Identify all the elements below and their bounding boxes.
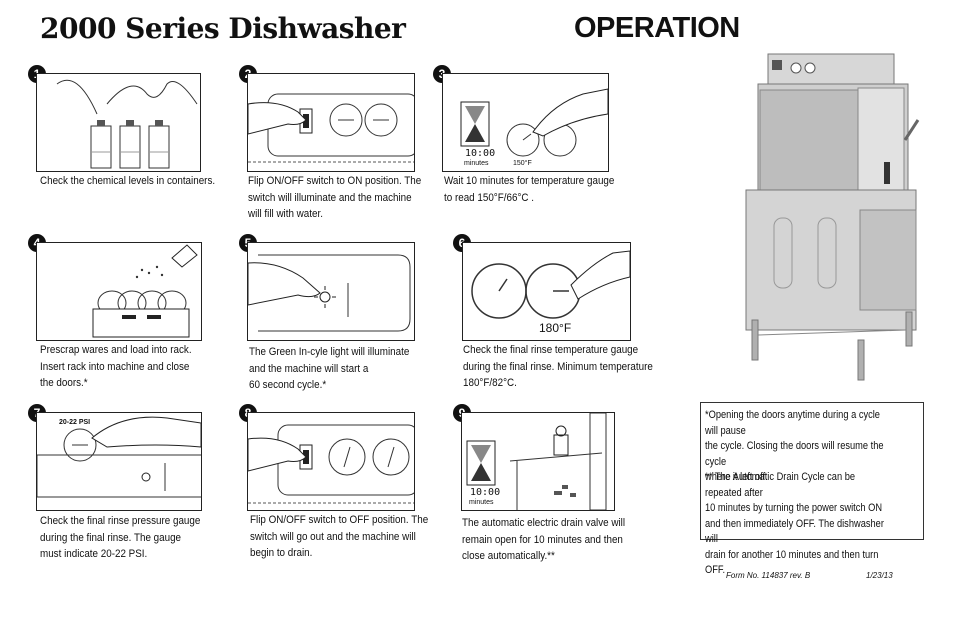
step-2-illustration: [247, 73, 415, 172]
timer-and-gauge-icon: [460, 88, 608, 157]
cycle-light-icon: [248, 254, 411, 332]
form-date: 1/23/13: [866, 571, 893, 580]
step-9-caption: The automatic electric drain valve will …: [462, 517, 626, 562]
step-7-gauge-label: 20-22 PSI: [59, 419, 91, 426]
form-number: Form No. 114837 rev. B: [726, 571, 811, 580]
pressure-gauge-icon: [37, 416, 201, 498]
step-3-timer-label: 10:00: [465, 148, 496, 159]
drain-valve-icon: [466, 413, 607, 510]
step-9-timer-label: 10:00: [470, 487, 501, 498]
step-9-timer-unit: minutes: [469, 499, 494, 506]
step-7-illustration: 20-22 PSI: [36, 412, 202, 511]
dish-rack-spray-icon: [92, 244, 198, 338]
step-8-caption: Flip ON/OFF switch to OFF position. The …: [250, 514, 429, 559]
step-7-caption: Check the final rinse pressure gauge dur…: [40, 515, 201, 560]
note-drain-cycle: ** The Automatic Drain Cycle can be repe…: [705, 471, 884, 576]
step-9-illustration: 10:00 minutes: [461, 412, 615, 511]
step-6-caption: Check the final rinse temperature gauge …: [463, 344, 653, 389]
step-4-illustration: [36, 242, 202, 341]
step-8-illustration: [247, 412, 415, 511]
step-6-gauge-label: 180°F: [539, 321, 572, 335]
step-6-illustration: 180°F: [462, 242, 631, 341]
step-3-timer-unit: minutes: [464, 160, 489, 167]
notes-box: *Opening the doors anytime during a cycl…: [700, 402, 924, 576]
chemical-containers-icon: [56, 79, 198, 169]
control-panel-switch-off-icon: [248, 424, 414, 504]
step-3-gauge-label: 150°F: [513, 160, 532, 167]
step-1-caption: Check the chemical levels in containers.: [40, 175, 216, 187]
step-5-illustration: [247, 242, 415, 341]
step-5-caption: The Green In-cyle light will illuminate …: [249, 346, 410, 391]
step-4-caption: Prescrap wares and load into rack. Inser…: [40, 344, 192, 389]
step-3-caption: Wait 10 minutes for temperature gauge to…: [444, 175, 615, 204]
note-door-pause: *Opening the doors anytime during a cycl…: [705, 409, 884, 483]
step-2-caption: Flip ON/OFF switch to ON position. The s…: [248, 175, 422, 220]
control-panel-switch-icon: [248, 93, 414, 163]
dishwasher-illustration: [745, 53, 920, 381]
section-title: OPERATION: [574, 12, 740, 44]
step-1-illustration: [36, 73, 201, 172]
page-title: 2000 Series Dishwasher: [40, 12, 406, 45]
step-3-illustration: 10:00 minutes 150°F: [442, 73, 609, 172]
temperature-gauge-icon: [471, 250, 630, 319]
